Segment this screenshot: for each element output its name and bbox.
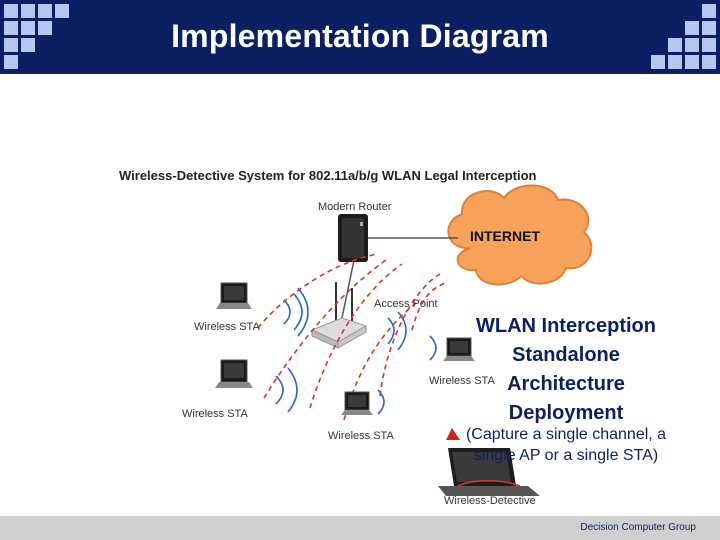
router-label: Modern Router [318,201,392,213]
laptop-icon [341,391,373,415]
overlay-line: Deployment [508,402,624,424]
wireless-waves [275,287,437,415]
laptop-icon [216,282,252,309]
caption-line: single AP or a single STA) [473,447,659,464]
decor-square [685,55,699,69]
decor-square [38,21,52,35]
decor-square [4,55,18,69]
decor-square [21,4,35,18]
slide-title: Implementation Diagram [171,18,549,54]
caption-line: (Capture a single channel, a [465,426,667,443]
decor-square [55,4,69,18]
decor-square [651,55,665,69]
sta-label: Wireless STA [182,408,248,420]
diagram-title: Wireless-Detective System for 802.11a/b/… [119,168,537,183]
sta-label: Wireless STA [429,375,495,387]
overlay-caption: (Capture a single channel, a single AP o… [438,424,694,466]
decor-square [702,4,716,18]
decor-square [4,38,18,52]
decor-square [702,38,716,52]
decor-square [702,55,716,69]
decor-square [685,21,699,35]
sta-label: Wireless STA [194,321,260,333]
decor-square [668,38,682,52]
signal-arcs [257,253,449,421]
decor-square [668,55,682,69]
overlay-line: WLAN Interception [476,315,656,337]
laptop-icon [215,359,253,388]
wireless-detective-label: Wireless-Detective [444,495,536,507]
decor-square [4,4,18,18]
warning-triangle-icon [446,428,460,440]
decor-square [21,21,35,35]
slide-footer: Decision Computer Group [0,516,720,540]
overlay-line: Standalone [512,344,620,366]
overlay-line: Architecture [507,373,625,395]
decor-square [21,38,35,52]
decor-square [685,38,699,52]
internet-cloud-icon [447,184,593,286]
overlay-heading: WLAN Interception Standalone Architectur… [438,312,694,428]
footer-text: Decision Computer Group [580,522,696,533]
wireless-detective-laptop-icon [438,448,540,496]
access-point-label: Access Point [374,298,438,310]
decor-square [702,21,716,35]
decor-square [4,21,18,35]
sta-label: Wireless STA [328,430,394,442]
internet-label: INTERNET [470,228,540,244]
laptop-icon [443,337,475,361]
router-icon [338,214,368,262]
slide-header [0,0,720,74]
decor-square [38,4,52,18]
